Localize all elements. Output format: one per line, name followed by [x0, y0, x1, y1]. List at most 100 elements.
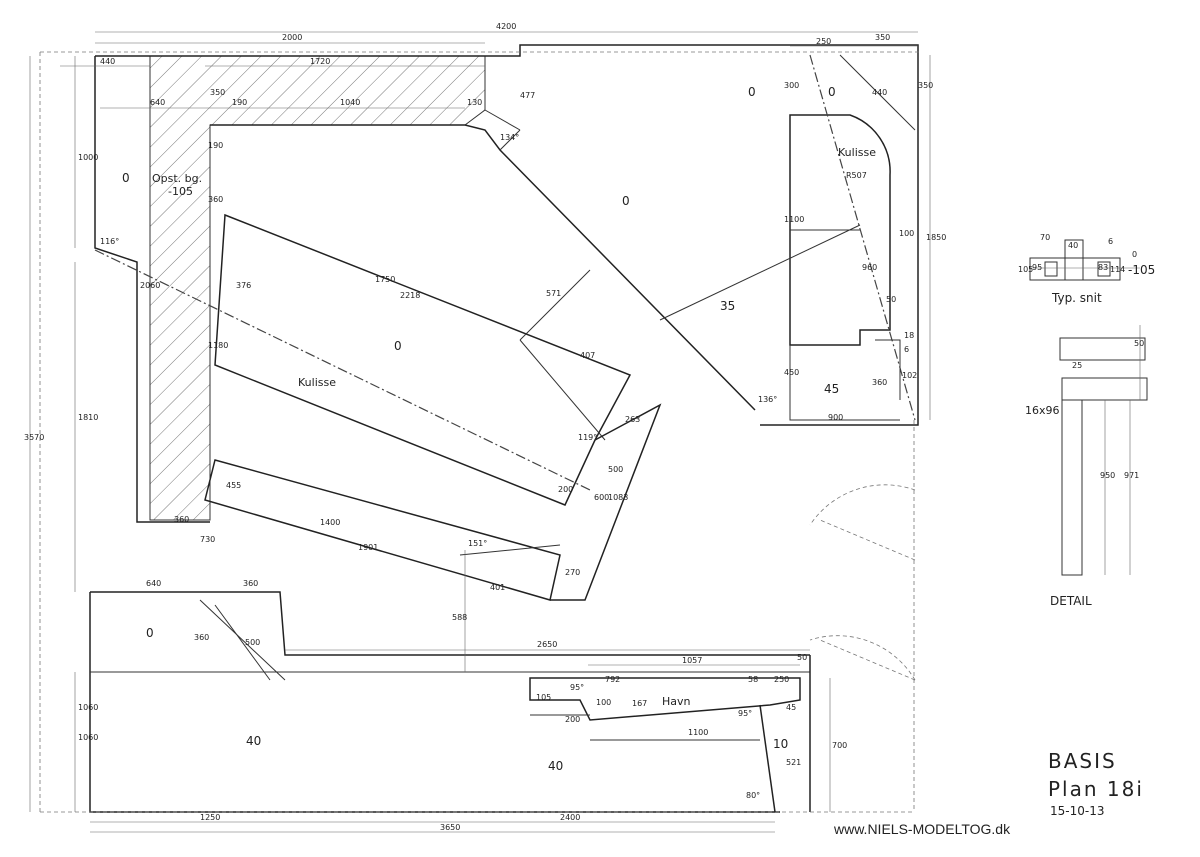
- svg-text:95°: 95°: [738, 709, 752, 718]
- svg-text:1720: 1720: [310, 57, 330, 66]
- svg-text:136°: 136°: [758, 395, 777, 404]
- svg-text:1901: 1901: [358, 543, 378, 552]
- svg-text:376: 376: [236, 281, 251, 290]
- svg-text:360: 360: [194, 633, 209, 642]
- svg-text:70: 70: [1040, 233, 1050, 242]
- svg-text:360: 360: [208, 195, 223, 204]
- svg-text:450: 450: [784, 368, 799, 377]
- svg-text:950: 950: [1100, 471, 1115, 480]
- corner-kulisse-label: Kulisse: [838, 146, 876, 159]
- svg-text:6: 6: [904, 345, 909, 354]
- website-url: www.NIELS-MODELTOG.dk: [833, 821, 1011, 837]
- svg-text:588: 588: [452, 613, 467, 622]
- svg-text:4200: 4200: [496, 22, 516, 31]
- svg-text:1100: 1100: [688, 728, 708, 737]
- svg-text:1750: 1750: [375, 275, 395, 284]
- svg-text:95: 95: [1032, 263, 1042, 272]
- svg-text:50: 50: [797, 653, 807, 662]
- level-marker: 10: [773, 737, 788, 751]
- svg-text:25: 25: [1072, 361, 1082, 370]
- baseboard-outline: [39, 44, 920, 813]
- level-marker: 0: [146, 626, 154, 640]
- svg-text:95°: 95°: [570, 683, 584, 692]
- svg-text:440: 440: [100, 57, 115, 66]
- svg-text:3570: 3570: [24, 433, 44, 442]
- svg-text:100: 100: [899, 229, 914, 238]
- bottom-dimensions: 1057 792 58 250 50 95° 95° 100 200 167 1…: [78, 653, 847, 832]
- left-dimensions: 3570 1000 1810 1060 116° 2060 190 360 11…: [24, 141, 228, 712]
- storage-yard-level: -105: [168, 185, 193, 198]
- section-dimensions: 70 40 6 0 105 95 114 83 -105 25 50 950 9…: [1018, 233, 1155, 480]
- svg-text:263: 263: [625, 415, 640, 424]
- svg-text:6: 6: [1108, 237, 1113, 246]
- svg-text:-105: -105: [1128, 263, 1155, 277]
- svg-text:18: 18: [904, 331, 914, 340]
- level-marker: 40: [246, 734, 261, 748]
- main-kulisse-outline: [94, 213, 632, 506]
- svg-text:R507: R507: [846, 171, 867, 180]
- svg-text:521: 521: [786, 758, 801, 767]
- harbour-label: Havn: [662, 695, 691, 708]
- level-marker: 0: [122, 171, 130, 185]
- svg-text:1060: 1060: [78, 703, 98, 712]
- svg-text:83: 83: [1098, 263, 1108, 272]
- svg-text:600: 600: [594, 493, 609, 502]
- svg-text:167: 167: [632, 699, 647, 708]
- svg-text:102: 102: [902, 371, 917, 380]
- svg-text:80°: 80°: [746, 791, 760, 800]
- door-swing-arcs: [809, 484, 916, 681]
- svg-text:1040: 1040: [340, 98, 360, 107]
- svg-text:640: 640: [146, 579, 161, 588]
- svg-text:300: 300: [784, 81, 799, 90]
- storage-yard-label: Opst. bg.: [152, 172, 202, 185]
- svg-text:1400: 1400: [320, 518, 340, 527]
- plan-subtitle: Plan 18i: [1048, 777, 1144, 801]
- svg-text:45: 45: [786, 703, 796, 712]
- svg-text:350: 350: [918, 81, 933, 90]
- svg-text:2218: 2218: [400, 291, 420, 300]
- upper-board-edges: [210, 109, 756, 411]
- svg-text:730: 730: [200, 535, 215, 544]
- main-kulisse-label: Kulisse: [298, 376, 336, 389]
- detail-drawing: [1059, 325, 1148, 576]
- svg-text:114: 114: [1110, 265, 1125, 274]
- profile-label: 16x96: [1025, 404, 1060, 417]
- svg-text:151°: 151°: [468, 539, 487, 548]
- title-block: BASIS Plan 18i 15-10-13: [1048, 749, 1144, 818]
- corner-kulisse-outline: [659, 54, 916, 421]
- right-dimensions: R507 1100 1850 100 960 50 450 136° 900 3…: [758, 171, 946, 422]
- svg-text:971: 971: [1124, 471, 1139, 480]
- level-marker: 35: [720, 299, 735, 313]
- svg-text:1000: 1000: [78, 153, 98, 162]
- svg-text:40: 40: [1068, 241, 1078, 250]
- svg-text:190: 190: [208, 141, 223, 150]
- svg-text:2000: 2000: [282, 33, 302, 42]
- svg-text:792: 792: [605, 675, 620, 684]
- svg-text:960: 960: [862, 263, 877, 272]
- svg-text:1810: 1810: [78, 413, 98, 422]
- center-dimensions: 1750 2218 376 571 407 119° 263 500 600 1…: [146, 275, 640, 649]
- svg-text:190: 190: [232, 98, 247, 107]
- lower-diagonal-board: [199, 403, 662, 681]
- svg-text:200: 200: [558, 485, 573, 494]
- svg-text:1850: 1850: [926, 233, 946, 242]
- svg-text:500: 500: [245, 638, 260, 647]
- svg-text:360: 360: [872, 378, 887, 387]
- typical-section-label: Typ. snit: [1051, 291, 1102, 305]
- svg-text:50: 50: [1134, 339, 1144, 348]
- plan-date: 15-10-13: [1050, 804, 1104, 818]
- level-marker: 0: [828, 85, 836, 99]
- svg-text:900: 900: [828, 413, 843, 422]
- svg-text:407: 407: [580, 351, 595, 360]
- top-dimensions: 4200 2000 1720 440 640 190 1040 130 477 …: [100, 22, 933, 142]
- svg-text:1060: 1060: [78, 733, 98, 742]
- harbour-outline: [529, 677, 801, 813]
- svg-text:58: 58: [748, 675, 758, 684]
- svg-text:119°: 119°: [578, 433, 597, 442]
- svg-text:455: 455: [226, 481, 241, 490]
- svg-text:116°: 116°: [100, 237, 119, 246]
- svg-text:360: 360: [174, 515, 189, 524]
- svg-text:2060: 2060: [140, 281, 160, 290]
- dimension-lines: [29, 31, 931, 833]
